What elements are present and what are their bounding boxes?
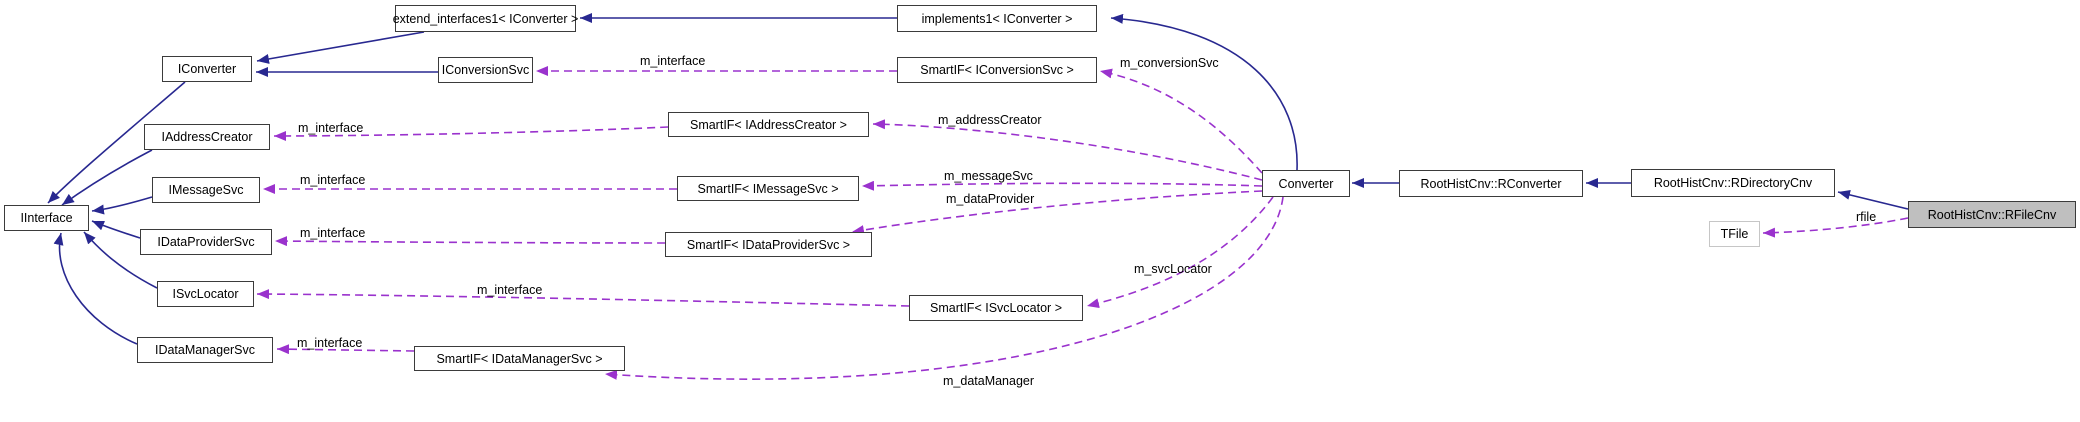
node-iinterface[interactable]: IInterface [4,205,89,231]
edge-converter-to-smartif-imessagesvc [861,180,1263,191]
edge-converter-to-smartif-idatamanagersvc [604,196,1284,380]
edge-smartif-iaddresscreator-to-iaddresscreator [273,126,669,141]
edge-iconverter-to-iinterface [47,81,186,204]
edge-converter-to-smartif-idataprovidersvc [851,190,1263,235]
edge-label-m-datamanager: m_dataManager [943,374,1035,388]
edge-label-m-messagesvc: m_messageSvc [944,169,1033,183]
edge-iaddresscreator-to-iinterface [61,149,153,206]
node-roothistcnv-rfilecnv: RootHistCnv::RFileCnv [1908,201,2076,228]
node-smartif-idatamanagersvc[interactable]: SmartIF< IDataManagerSvc > [414,346,625,371]
edge-converter-to-smartif-iconversionsvc [1099,68,1263,174]
edge-idataprovidersvc-to-iinterface [91,220,141,239]
edge-rfilecnv-to-rdirectorycnv [1837,189,1909,210]
edge-isvclocator-to-iinterface [83,231,158,289]
node-roothistcnv-rconverter[interactable]: RootHistCnv::RConverter [1399,170,1583,197]
edge-smartif-isvclocator-to-isvclocator [256,289,910,307]
edge-converter-to-implements1 [1110,13,1298,171]
node-roothistcnv-rdirectorycnv[interactable]: RootHistCnv::RDirectoryCnv [1631,169,1835,197]
edge-rfilecnv-to-tfile [1762,217,1909,238]
edge-converter-to-smartif-iaddresscreator [872,119,1263,181]
node-tfile: TFile [1709,221,1760,247]
node-smartif-idataprovidersvc[interactable]: SmartIF< IDataProviderSvc > [665,232,872,257]
edge-smartif-idatamanagersvc-to-idatamanagersvc [276,344,415,355]
edge-label-m-interface-dataprovider: m_interface [300,226,366,240]
node-implements1[interactable]: implements1< IConverter > [897,5,1097,32]
node-iaddresscreator[interactable]: IAddressCreator [144,124,270,150]
edge-converter-to-smartif-isvclocator [1086,196,1274,309]
edge-label-m-interface-conversionsvc: m_interface [640,54,706,68]
edge-smartif-idataprovidersvc-to-idataprovidersvc [274,236,666,247]
edge-label-m-addresscreator: m_addressCreator [938,113,1042,127]
node-iconverter[interactable]: IConverter [162,56,252,82]
node-iconversionsvc[interactable]: IConversionSvc [438,57,533,83]
edge-label-m-dataprovider: m_dataProvider [946,192,1035,206]
node-smartif-iconversionsvc[interactable]: SmartIF< IConversionSvc > [897,57,1097,83]
node-imessagesvc[interactable]: IMessageSvc [152,177,260,203]
edge-label-m-interface-addresscreator: m_interface [298,121,364,135]
node-smartif-isvclocator[interactable]: SmartIF< ISvcLocator > [909,295,1083,321]
node-smartif-imessagesvc[interactable]: SmartIF< IMessageSvc > [677,176,859,201]
edge-label-m-conversionsvc: m_conversionSvc [1120,56,1219,70]
node-isvclocator[interactable]: ISvcLocator [157,281,254,307]
edge-extend-interfaces1-to-iconverter [256,31,425,64]
edge-label-m-interface-messagesvc: m_interface [300,173,366,187]
edge-label-m-svclocator: m_svcLocator [1134,262,1212,276]
node-smartif-iaddresscreator[interactable]: SmartIF< IAddressCreator > [668,112,869,137]
edge-label-m-interface-svclocator: m_interface [477,283,543,297]
edge-label-m-interface-datamanager: m_interface [297,336,363,350]
edge-idatamanagersvc-to-iinterface [53,232,138,345]
edge-imessagesvc-to-iinterface [91,196,153,215]
node-extend-interfaces1[interactable]: extend_interfaces1< IConverter > [393,5,578,32]
edge-label-rfile: rfile [1856,210,1877,224]
node-converter[interactable]: Converter [1262,170,1350,197]
node-idatamanagersvc[interactable]: IDataManagerSvc [137,337,273,363]
node-idataprovidersvc[interactable]: IDataProviderSvc [140,229,272,255]
